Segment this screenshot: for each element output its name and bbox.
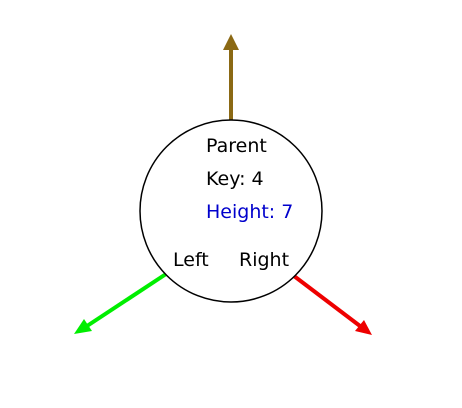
right-label: Right: [239, 249, 289, 271]
parent-pointer-arrow-icon: [223, 34, 239, 120]
tree-node-circle: [139, 119, 323, 303]
key-label: Key: 4: [206, 168, 264, 190]
height-label: Height: 7: [206, 201, 293, 223]
right-pointer-arrow-icon: [292, 274, 372, 335]
left-pointer-arrow-icon: [74, 272, 168, 334]
left-label: Left: [173, 249, 209, 271]
parent-label: Parent: [206, 135, 267, 157]
